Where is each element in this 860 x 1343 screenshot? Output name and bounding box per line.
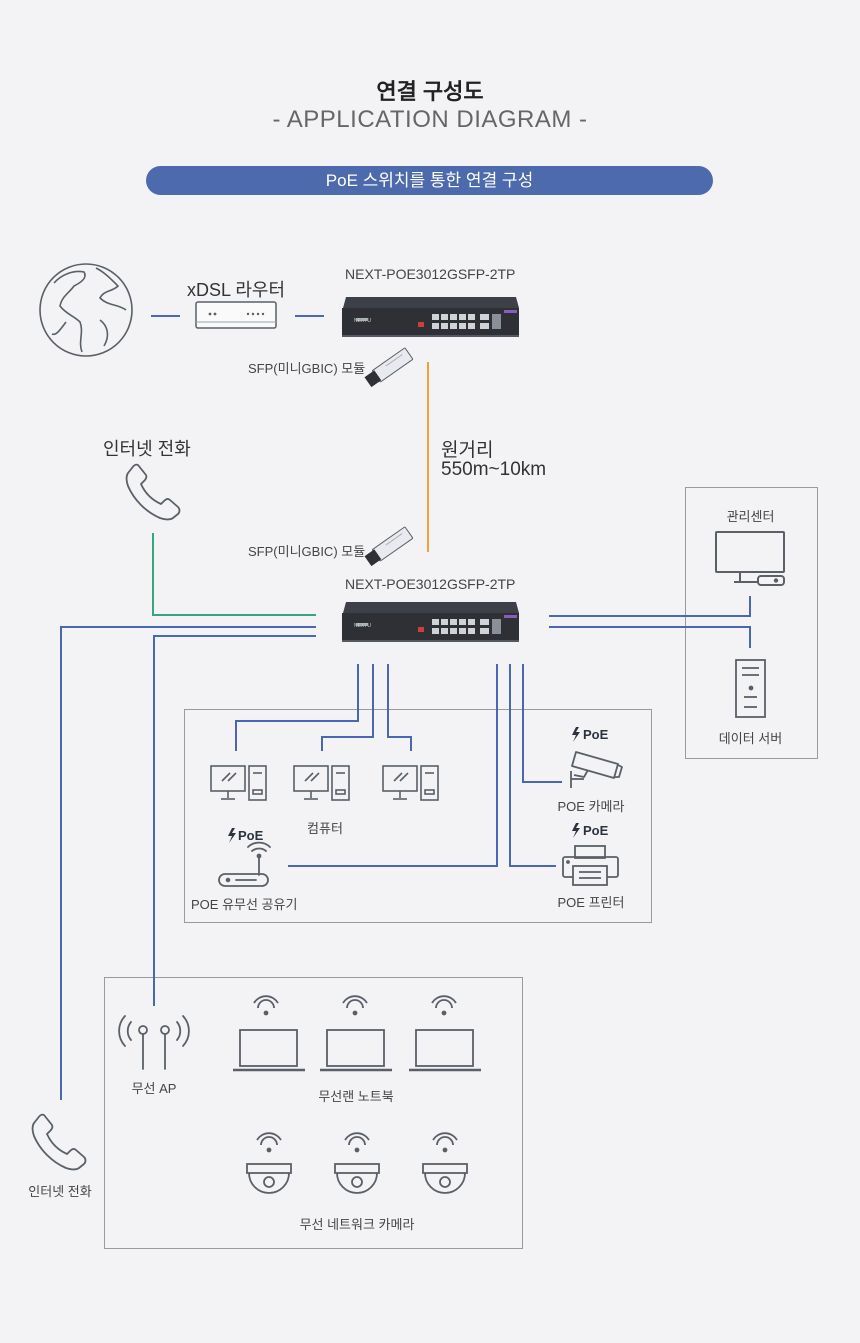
sfp-module-top-icon (364, 347, 414, 388)
wired-devices-box (184, 709, 652, 923)
wireless-ap-label: 무선 AP (131, 1081, 177, 1096)
management-box (685, 487, 818, 759)
internet-phone-top-label: 인터넷 전화 (103, 439, 191, 459)
cctv-camera-icon (570, 751, 623, 788)
wireless-ap-icon (118, 1015, 190, 1070)
poe-camera-label: POE 카메라 (557, 799, 625, 814)
poe-badge-camera: PoE (583, 727, 609, 742)
poe-badge-printer: PoE (583, 823, 609, 838)
laptop-icon (320, 995, 392, 1072)
bolt-icon (228, 727, 580, 843)
router-label: xDSL 라우터 (187, 280, 286, 300)
globe-icon (39, 263, 133, 357)
phone-top-icon (125, 463, 181, 521)
switch-top-icon (342, 297, 519, 337)
poe-badge-router: PoE (238, 828, 264, 843)
desktop-pc-icon (210, 765, 267, 801)
distance-label-2: 550m~10km (441, 459, 547, 480)
poe-printer-label: POE 프린터 (557, 895, 625, 910)
dome-camera-icon (334, 1132, 380, 1194)
distance-label-1: 원거리 (441, 440, 494, 461)
printer-icon (562, 845, 619, 886)
wifi-router-icon (218, 841, 271, 887)
internet-phone-bottom-label: 인터넷 전화 (28, 1184, 92, 1199)
router-icon (195, 301, 277, 329)
management-center-label: 관리센터 (726, 509, 775, 524)
dome-camera-icon (422, 1132, 468, 1194)
sfp-module-bottom-icon (364, 526, 414, 567)
wireless-camera-label: 무선 네트워크 카메라 (299, 1217, 415, 1232)
computer-label: 컴퓨터 (307, 821, 343, 836)
page-title: 연결 구성도 (376, 79, 484, 104)
poe-router-label: POE 유무선 공유기 (191, 897, 298, 912)
laptop-icon (409, 995, 481, 1072)
wireless-laptop-label: 무선랜 노트북 (318, 1089, 394, 1104)
switch-bottom-label: NEXT-POE3012GSFP-2TP (345, 576, 516, 592)
page-subtitle: - APPLICATION DIAGRAM - (272, 106, 588, 133)
switch-top-label: NEXT-POE3012GSFP-2TP (345, 266, 516, 282)
server-icon (735, 659, 766, 718)
desktop-pc-icon (382, 765, 439, 801)
dome-camera-icon (246, 1132, 292, 1194)
switch-top-logo: NEXTU (354, 318, 371, 324)
desktop-pc-icon (293, 765, 350, 801)
switch-bottom-icon (342, 602, 519, 642)
sfp-bottom-label: SFP(미니GBIC) 모듈 (248, 544, 366, 559)
monitor-icon (715, 531, 785, 586)
data-server-label: 데이터 서버 (718, 731, 783, 746)
switch-bottom-logo: NEXTU (354, 623, 371, 629)
laptop-icon (233, 995, 305, 1072)
wireless-devices-box (104, 977, 523, 1249)
phone-bottom-icon (31, 1113, 87, 1171)
sfp-top-label: SFP(미니GBIC) 모듈 (248, 361, 366, 376)
section-banner: PoE 스위치를 통한 연결 구성 (146, 166, 713, 195)
